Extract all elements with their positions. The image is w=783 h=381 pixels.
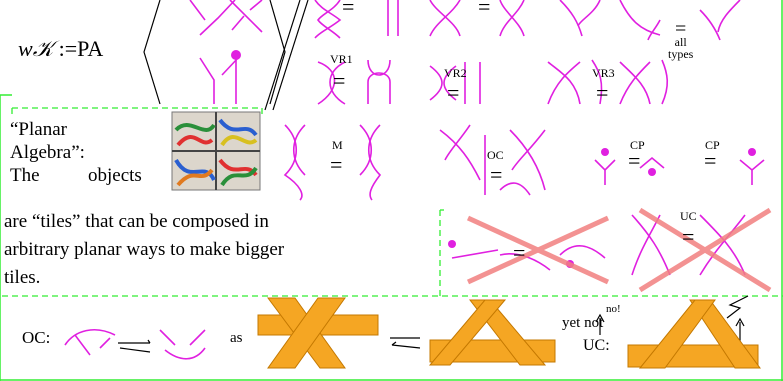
planar-line-3b: objects (88, 165, 142, 186)
oc-label: OC (487, 148, 504, 162)
cap-dot (231, 50, 241, 60)
uc-dot-1 (448, 240, 456, 248)
formula-w: w (18, 36, 33, 61)
vr2-label: VR2 (444, 66, 467, 80)
tile-oc-right (428, 299, 556, 366)
formula-k: 𝒦 (32, 36, 54, 61)
bottom-uc-label: UC: (583, 337, 610, 354)
generator-crossings (189, 0, 263, 104)
vr1-eq: = (333, 68, 346, 93)
cp-dot-1 (601, 148, 609, 156)
planar-line-6: tiles. (4, 267, 41, 288)
cp2-eq: = (704, 148, 717, 173)
uc-left-eq: = (513, 240, 526, 265)
bottom-yet-not: yet not (562, 315, 604, 331)
all-types-label: = all types (668, 18, 694, 61)
vr-relations (317, 59, 669, 105)
m-eq: = (330, 152, 343, 177)
m-oc-cp-relations (283, 124, 765, 201)
planar-line-1: “Planar (10, 119, 67, 140)
vr2-eq: = (447, 80, 460, 105)
bottom-oc-strands (64, 329, 206, 360)
cp-dot-2 (648, 168, 656, 176)
planar-line-2: Algebra”: (10, 142, 85, 163)
cp1-eq: = (628, 148, 641, 173)
all-types-eq: = (675, 18, 687, 40)
vr3-label: VR3 (592, 66, 615, 80)
top-eq-2: = (478, 0, 491, 19)
pa-brackets (143, 0, 309, 111)
m-label: M (332, 138, 343, 152)
tile-image (171, 111, 261, 191)
tile-uc (627, 299, 761, 369)
top-row-relations (314, 0, 741, 41)
vr3-eq: = (596, 80, 609, 105)
planar-line-5: arbitrary planar ways to make bigger (4, 239, 285, 260)
uc-eq: = (682, 224, 695, 249)
uc-label: UC (680, 209, 697, 223)
cp1-label: CP (630, 138, 645, 152)
wk-formula: w𝒦 :=PA (18, 36, 103, 62)
planar-line-3a: The (10, 165, 40, 186)
planar-line-4: are “tiles” that can be composed in (4, 211, 269, 232)
vr1-label: VR1 (330, 52, 353, 66)
cp-dot-3 (748, 148, 756, 156)
all-label: all (674, 35, 687, 49)
bottom-as-label: as (230, 330, 243, 346)
oc-eq: = (490, 162, 503, 187)
uc-red-cross (466, 207, 772, 293)
dashed-frames (2, 107, 783, 297)
cp2-label: CP (705, 138, 720, 152)
formula-def: :=PA (53, 36, 104, 61)
tile-oc-left (257, 297, 379, 369)
bottom-no-label: no! (606, 303, 621, 315)
top-eq-1: = (342, 0, 355, 19)
types-label: types (668, 47, 694, 61)
bottom-oc-label: OC: (22, 328, 51, 347)
